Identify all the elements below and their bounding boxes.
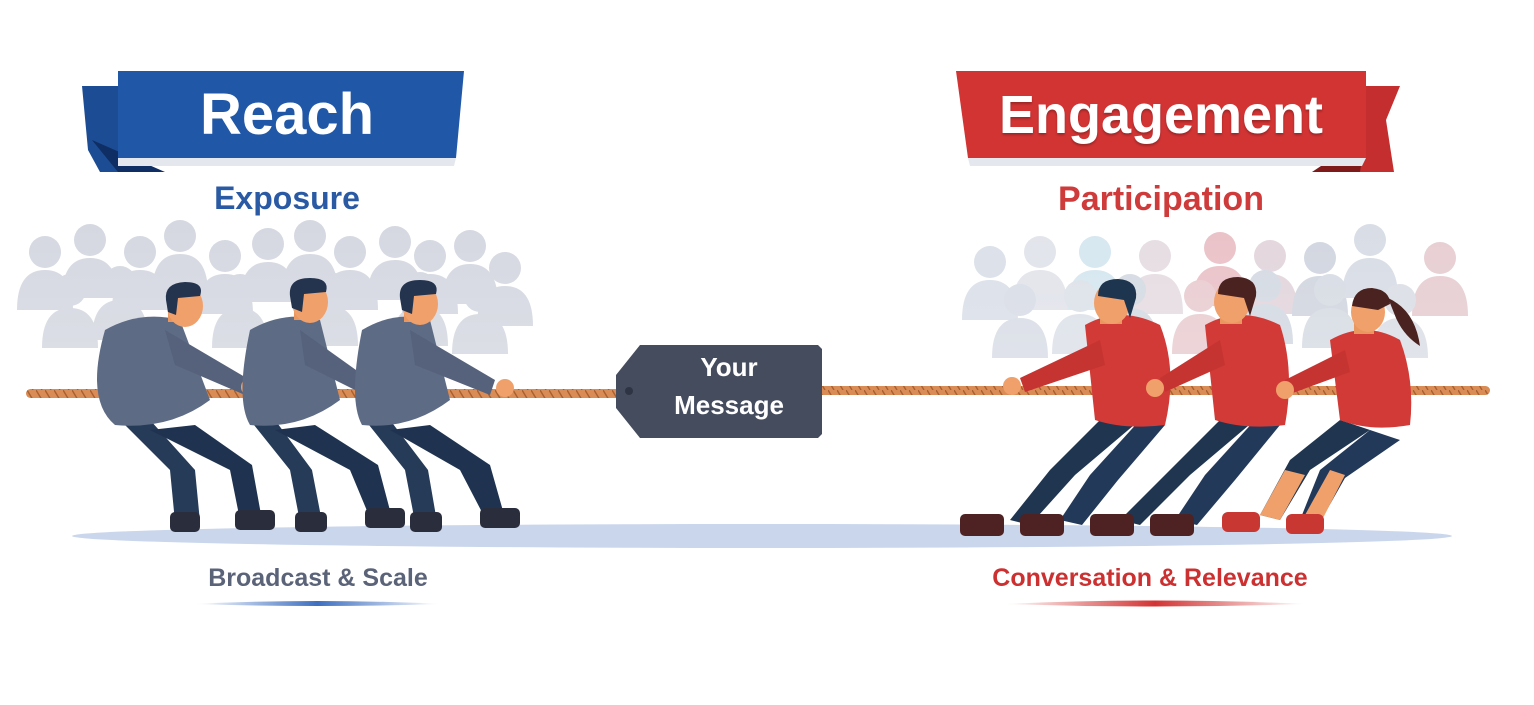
right-puller-1: [960, 279, 1171, 536]
participation-subtitle: Participation: [1058, 180, 1264, 218]
left-puller-2: [242, 278, 405, 532]
left-puller-3: [355, 280, 520, 532]
left-puller-1: [97, 282, 275, 532]
tag-line-your: Your: [700, 352, 758, 382]
left-underline: [195, 601, 440, 606]
exposure-subtitle: Exposure: [214, 180, 360, 216]
right-team: [960, 277, 1420, 536]
broadcast-scale-tagline: Broadcast & Scale: [208, 564, 428, 592]
tag-line-message: Message: [674, 390, 784, 420]
engagement-banner: [956, 71, 1400, 172]
right-puller-2: [1090, 277, 1289, 536]
message-tag: [616, 345, 822, 438]
reach-title: Reach: [199, 82, 375, 147]
right-underline: [1005, 600, 1305, 607]
left-team: [97, 278, 520, 532]
right-puller-3: [1222, 288, 1420, 534]
reach-banner: [82, 71, 464, 172]
conversation-relevance-tagline: Conversation & Relevance: [992, 564, 1308, 592]
engagement-title: Engagement: [998, 85, 1324, 145]
